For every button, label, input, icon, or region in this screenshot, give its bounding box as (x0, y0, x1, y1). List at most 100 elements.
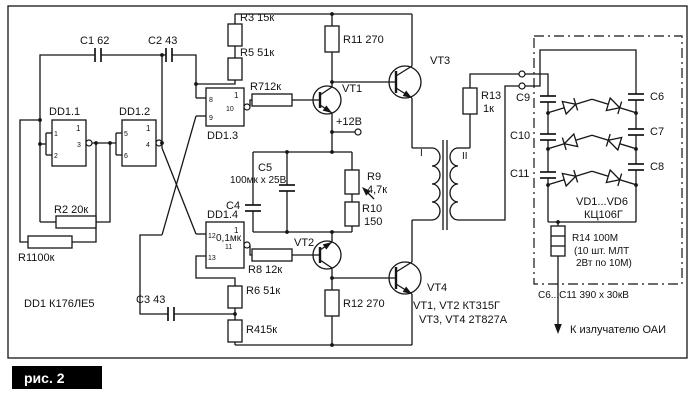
r9-wiper-arrow (362, 187, 375, 200)
diode-vd1 (547, 97, 593, 116)
diode-vd2 (591, 96, 637, 115)
label-c10: C10 (510, 130, 530, 142)
label-r14: R14 100М (572, 233, 618, 244)
label-r14-note2: 2Вт по 10М) (576, 258, 632, 269)
gate-symbol: 1 (76, 124, 81, 133)
transistor-vt2 (312, 240, 342, 270)
label-winding-secondary: II (462, 151, 468, 162)
label-r13-value: 1к (483, 103, 494, 115)
label-cap-note: С6...С11 390 х 30кВ (538, 290, 629, 301)
label-vt3: VT3 (430, 55, 450, 67)
gate-symbol: 1 (234, 91, 239, 100)
label-r2: R2 20к (54, 204, 88, 216)
label-c4-value: 0,1мк (216, 233, 242, 244)
resistor-r4-body (227, 319, 243, 343)
label-c8: C8 (650, 161, 664, 173)
label-c3: C3 43 (136, 294, 165, 306)
capacitor-c9 (540, 95, 556, 103)
capacitor-c4 (245, 204, 261, 212)
label-r9-value: 4,7к (367, 184, 387, 196)
capacitor-c5 (279, 184, 295, 192)
frame-border (7, 5, 688, 359)
pin-number: 10 (226, 106, 234, 113)
resistor-r12-body (324, 289, 340, 317)
diode-vd6 (591, 168, 637, 187)
label-vt2: VT2 (294, 237, 314, 249)
transistor-vt1 (312, 85, 342, 115)
resistors (27, 23, 566, 343)
label-r7: R712к (250, 81, 281, 93)
label-vt1: VT1 (342, 83, 362, 95)
resistor-r10-body (344, 201, 360, 227)
primary-winding (431, 147, 441, 221)
label-r12: R12 270 (343, 298, 385, 310)
inversion-circle (243, 241, 251, 249)
pin-number: 11 (225, 244, 232, 251)
label-r14-note1: (10 шт. МЛТ (574, 246, 629, 257)
transformer (431, 140, 459, 230)
label-vt12-type: VT1, VT2 КТ315Г (413, 300, 500, 312)
labels: C1 62 C2 43 C3 43 C4 0,1мк C5 100мк х 25… (18, 12, 666, 336)
label-winding-primary: I (420, 148, 423, 159)
resistor-r1-body (27, 235, 73, 249)
inversion-circle (85, 139, 93, 147)
capacitor-c6 (628, 93, 644, 101)
connector-terminal (518, 70, 526, 78)
capacitor-c11 (540, 171, 556, 179)
figure-caption: рис. 2 (12, 366, 102, 389)
label-r6: R6 51к (246, 285, 280, 297)
label-c6: C6 (650, 91, 664, 103)
capacitor-c3 (167, 307, 175, 321)
pin-number: 12 (208, 233, 216, 240)
label-c5-value: 100мк х 25В (230, 175, 287, 186)
diode-vd4 (591, 133, 637, 152)
label-vd-range: VD1...VD6 (576, 196, 628, 208)
pin-number: 8 (209, 97, 213, 104)
label-r11: R11 270 (343, 34, 384, 46)
label-supply: +12В (336, 116, 362, 128)
transistor-vt3 (388, 65, 422, 99)
label-c7: C7 (650, 126, 664, 138)
caption-badge (12, 366, 102, 389)
pin-number: 1 (54, 131, 58, 138)
label-r5: R5 51к (240, 47, 274, 59)
label-c2: C2 43 (148, 35, 177, 47)
resistor-r11-body (324, 25, 340, 53)
label-r9: R9 (367, 171, 381, 183)
label-r13: R13 (481, 90, 501, 102)
label-dd1-type: DD1 К176ЛЕ5 (24, 298, 95, 310)
resistor-r14-body (550, 225, 566, 257)
label-c11: C11 (510, 168, 529, 180)
gate-dd1-4 (205, 221, 245, 269)
capacitor-c8 (628, 163, 644, 171)
label-r1: R1100к (18, 252, 55, 264)
label-dd14: DD1.4 (207, 209, 238, 221)
junction-dots (38, 12, 638, 347)
pin-number: 3 (77, 142, 81, 149)
label-c4: C4 (226, 200, 240, 212)
label-c9: C9 (516, 92, 530, 104)
output-arrow (554, 324, 562, 334)
resistor-r9-body (344, 169, 360, 195)
gate-symbol: 1 (234, 226, 239, 235)
resistor-r5-body (227, 57, 243, 81)
label-vt34-type: VT3, VT4 2Т827А (419, 314, 508, 326)
label-r4: R415к (246, 324, 277, 336)
gate-dd1-3 (205, 87, 245, 127)
pin-number: 9 (209, 115, 213, 122)
label-vd-type: КЦ106Г (584, 209, 623, 221)
pin-number: 4 (146, 142, 150, 149)
resistor-r6-body (227, 285, 243, 309)
label-output: К излучателю ОАИ (570, 324, 666, 336)
resistor-r13-body (462, 87, 478, 115)
label-r10: R10 (362, 203, 382, 215)
logic-gates (51, 87, 251, 269)
capacitor-c7 (628, 128, 644, 136)
label-c1: C1 62 (80, 35, 109, 47)
wires (19, 13, 637, 346)
inversion-circle (243, 103, 251, 111)
label-r3: R3 15к (240, 12, 274, 24)
capacitor-c1 (94, 48, 102, 62)
